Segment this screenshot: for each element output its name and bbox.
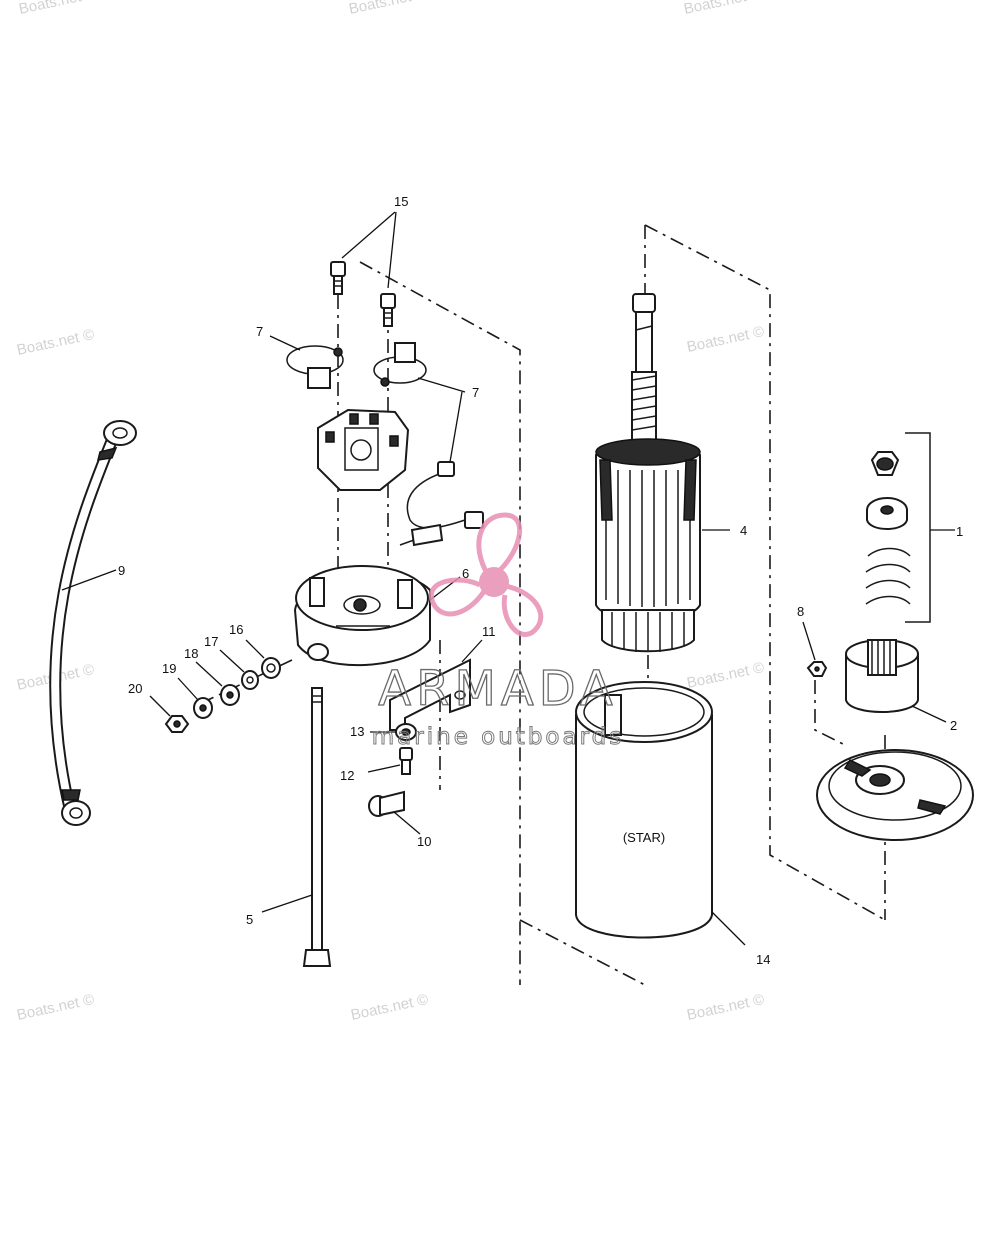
washer-stack xyxy=(164,657,281,733)
watermark: Boats.net © xyxy=(15,326,95,359)
brush-plate xyxy=(317,408,410,491)
bracket-part-11 xyxy=(389,658,471,731)
callout-labels: 1 2 4 5 6 7 7 8 9 10 11 12 13 14 15 16 1… xyxy=(118,194,963,967)
brand-watermark: ARMADA marine outboards xyxy=(371,512,624,751)
callout-13: 13 xyxy=(350,724,364,739)
pinion-part-2 xyxy=(845,639,919,713)
watermark: Boats.net © xyxy=(347,0,427,18)
callout-15: 15 xyxy=(394,194,408,209)
watermark: Boats.net © xyxy=(15,991,95,1024)
callout-20: 20 xyxy=(128,681,142,696)
watermark: Boats.net © xyxy=(682,0,762,18)
alignment-line xyxy=(814,680,846,746)
bolt-part-10 xyxy=(368,790,405,817)
screw-part-15 xyxy=(330,261,396,327)
callout-10: 10 xyxy=(417,834,431,849)
watermark: Boats.net © xyxy=(17,0,97,18)
callout-9: 9 xyxy=(118,563,125,578)
callout-14: 14 xyxy=(756,952,770,967)
callout-2: 2 xyxy=(950,718,957,733)
brush-spring-part-7 xyxy=(286,342,427,389)
drive-assembly-part-1 xyxy=(865,432,931,623)
callout-16: 16 xyxy=(229,622,243,637)
screw-part-12 xyxy=(399,747,413,775)
alignment-line xyxy=(519,919,646,986)
brand-name: ARMADA xyxy=(378,661,617,717)
callout-11: 11 xyxy=(482,624,496,639)
watermark: Boats.net © xyxy=(685,323,765,356)
callout-12: 12 xyxy=(340,768,354,783)
watermark: Boats.net © xyxy=(685,991,765,1024)
wire-lead xyxy=(399,461,484,547)
drive-end-housing xyxy=(816,749,974,841)
callout-8: 8 xyxy=(797,604,804,619)
callout-17: 17 xyxy=(204,634,218,649)
through-bolt-part-5 xyxy=(302,687,332,967)
alignment-line xyxy=(359,261,521,985)
callout-6: 6 xyxy=(462,566,469,581)
nut-part-8 xyxy=(806,661,828,677)
end-cap-part-6 xyxy=(293,565,431,667)
housing-part-14: (STAR) xyxy=(575,681,713,939)
watermark: Boats.net © xyxy=(349,991,429,1024)
callout-4: 4 xyxy=(740,523,747,538)
callout-19: 19 xyxy=(162,661,176,676)
callout-7: 7 xyxy=(472,385,479,400)
callout-5: 5 xyxy=(246,912,253,927)
callout-7: 7 xyxy=(256,324,263,339)
housing-label: (STAR) xyxy=(623,830,665,845)
callout-18: 18 xyxy=(184,646,198,661)
cable-part-9 xyxy=(49,420,137,826)
callout-1: 1 xyxy=(956,524,963,539)
watermark: Boats.net © xyxy=(685,659,765,692)
leader-lines xyxy=(61,211,955,946)
propeller-logo xyxy=(428,512,544,637)
armature-part-4 xyxy=(595,293,701,700)
brand-tagline: marine outboards xyxy=(372,724,624,750)
alignment-line xyxy=(644,224,886,921)
